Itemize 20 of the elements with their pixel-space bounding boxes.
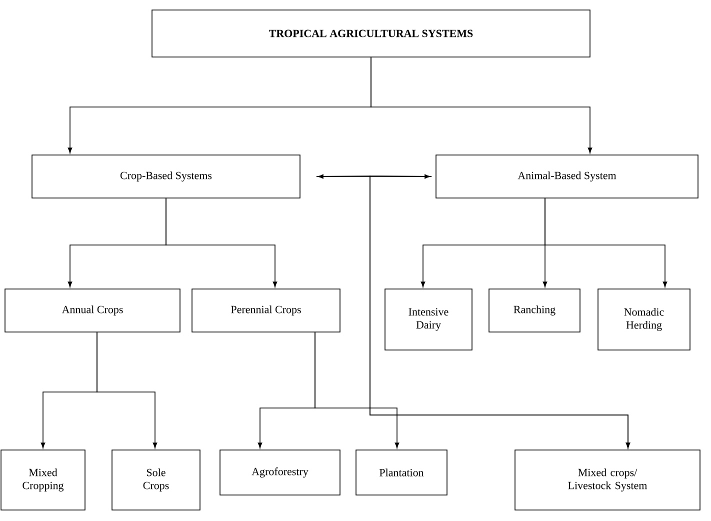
arrow: [544, 198, 668, 288]
arrow: [314, 332, 400, 448]
category-box: Plantation: [356, 450, 448, 496]
category-box: Agroforestry: [220, 450, 340, 496]
arrow: [96, 332, 158, 448]
arrow: [370, 57, 592, 154]
category-box: Animal-Based System: [436, 154, 698, 198]
arrow: [166, 198, 278, 288]
arrow: [318, 174, 430, 179]
category-box: Nomadic Herding: [598, 288, 690, 350]
category-box: Crop-Based Systems: [32, 154, 300, 198]
arrow: [370, 176, 630, 448]
category-box: Mixed Cropping: [0, 450, 86, 510]
category-box: Perennial Crops: [192, 288, 340, 332]
category-box: Annual Crops: [4, 288, 180, 332]
category-box: Intensive Dairy: [384, 288, 472, 350]
category-box: Sole Crops: [112, 450, 200, 510]
title-box: TROPICAL AGRICULTURAL SYSTEMS: [152, 10, 590, 58]
category-box: Mixed crops/ Livestock System: [514, 450, 700, 510]
category-box: Ranching: [488, 288, 580, 332]
